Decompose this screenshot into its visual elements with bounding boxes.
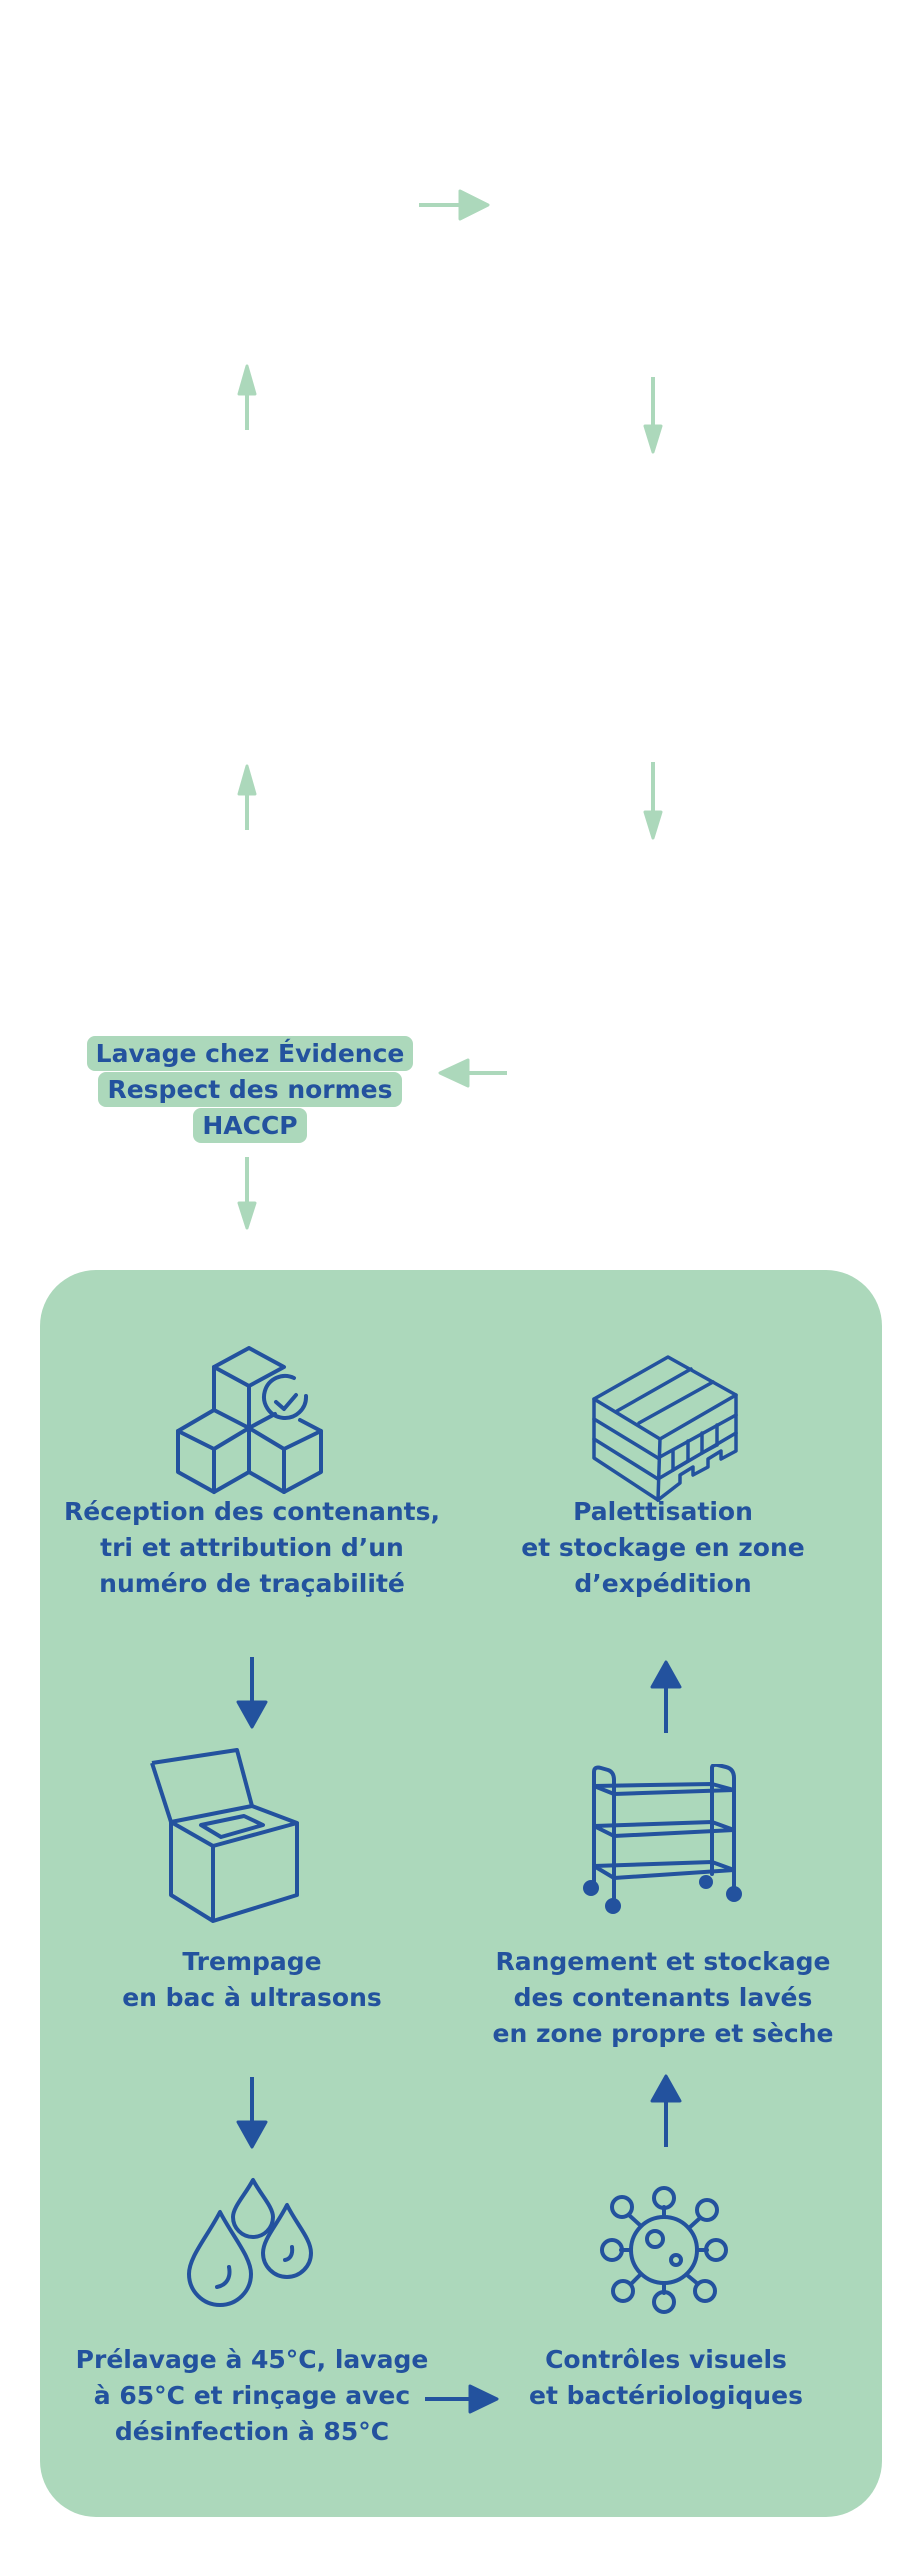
step-line: Réception des contenants, bbox=[63, 1497, 440, 1526]
step-line: en bac à ultrasons bbox=[122, 1983, 382, 2012]
step-lavage-label: Prélavage à 45°C, lavage à 65°C et rinça… bbox=[52, 2342, 452, 2450]
step-reception-label: Réception des contenants, tri et attribu… bbox=[52, 1494, 452, 1602]
water-drops-icon bbox=[187, 2178, 313, 2307]
washing-standards-label: Lavage chez Évidence Respect des normes … bbox=[80, 1036, 420, 1144]
virus-icon bbox=[600, 2186, 728, 2314]
step-line: numéro de traçabilité bbox=[99, 1569, 405, 1598]
step-line: Contrôles visuels bbox=[545, 2345, 787, 2374]
arrow-down-icon bbox=[643, 377, 663, 454]
arrow-down-icon bbox=[237, 1157, 257, 1230]
trolley-cart-icon bbox=[583, 1764, 742, 1914]
step-line: tri et attribution d’un bbox=[100, 1533, 404, 1562]
label-line: Lavage chez Évidence bbox=[86, 1036, 414, 1071]
step-line: désinfection à 85°C bbox=[114, 2417, 390, 2446]
arrow-up-icon bbox=[237, 364, 257, 430]
arrow-up-icon bbox=[237, 764, 257, 830]
step-rangement-label: Rangement et stockage des contenants lav… bbox=[463, 1944, 863, 2052]
step-line: Palettisation bbox=[573, 1497, 753, 1526]
stacked-pallets-icon bbox=[592, 1355, 738, 1502]
step-line: et stockage en zone bbox=[521, 1533, 805, 1562]
cubes-check-icon bbox=[176, 1346, 323, 1494]
step-line: à 65°C et rinçage avec bbox=[93, 2381, 411, 2410]
ultrasonic-bin-icon bbox=[150, 1748, 299, 1923]
step-line: Prélavage à 45°C, lavage bbox=[75, 2345, 429, 2374]
arrow-down-icon bbox=[643, 762, 663, 840]
step-line: Rangement et stockage bbox=[495, 1947, 831, 1976]
step-line: en zone propre et sèche bbox=[492, 2019, 834, 2048]
step-line: d’expédition bbox=[574, 1569, 752, 1598]
step-line: des contenants lavés bbox=[513, 1983, 813, 2012]
step-line: et bactériologiques bbox=[529, 2381, 803, 2410]
step-line: Trempage bbox=[182, 1947, 322, 1976]
step-trempage-label: Trempage en bac à ultrasons bbox=[52, 1944, 452, 2016]
arrow-right-icon bbox=[419, 189, 490, 221]
label-line: Respect des normes bbox=[98, 1072, 402, 1107]
arrow-left-icon bbox=[438, 1058, 507, 1088]
step-controles-label: Contrôles visuels et bactériologiques bbox=[466, 2342, 866, 2414]
step-palettisation-label: Palettisation et stockage en zone d’expé… bbox=[463, 1494, 863, 1602]
label-line: HACCP bbox=[193, 1108, 307, 1143]
